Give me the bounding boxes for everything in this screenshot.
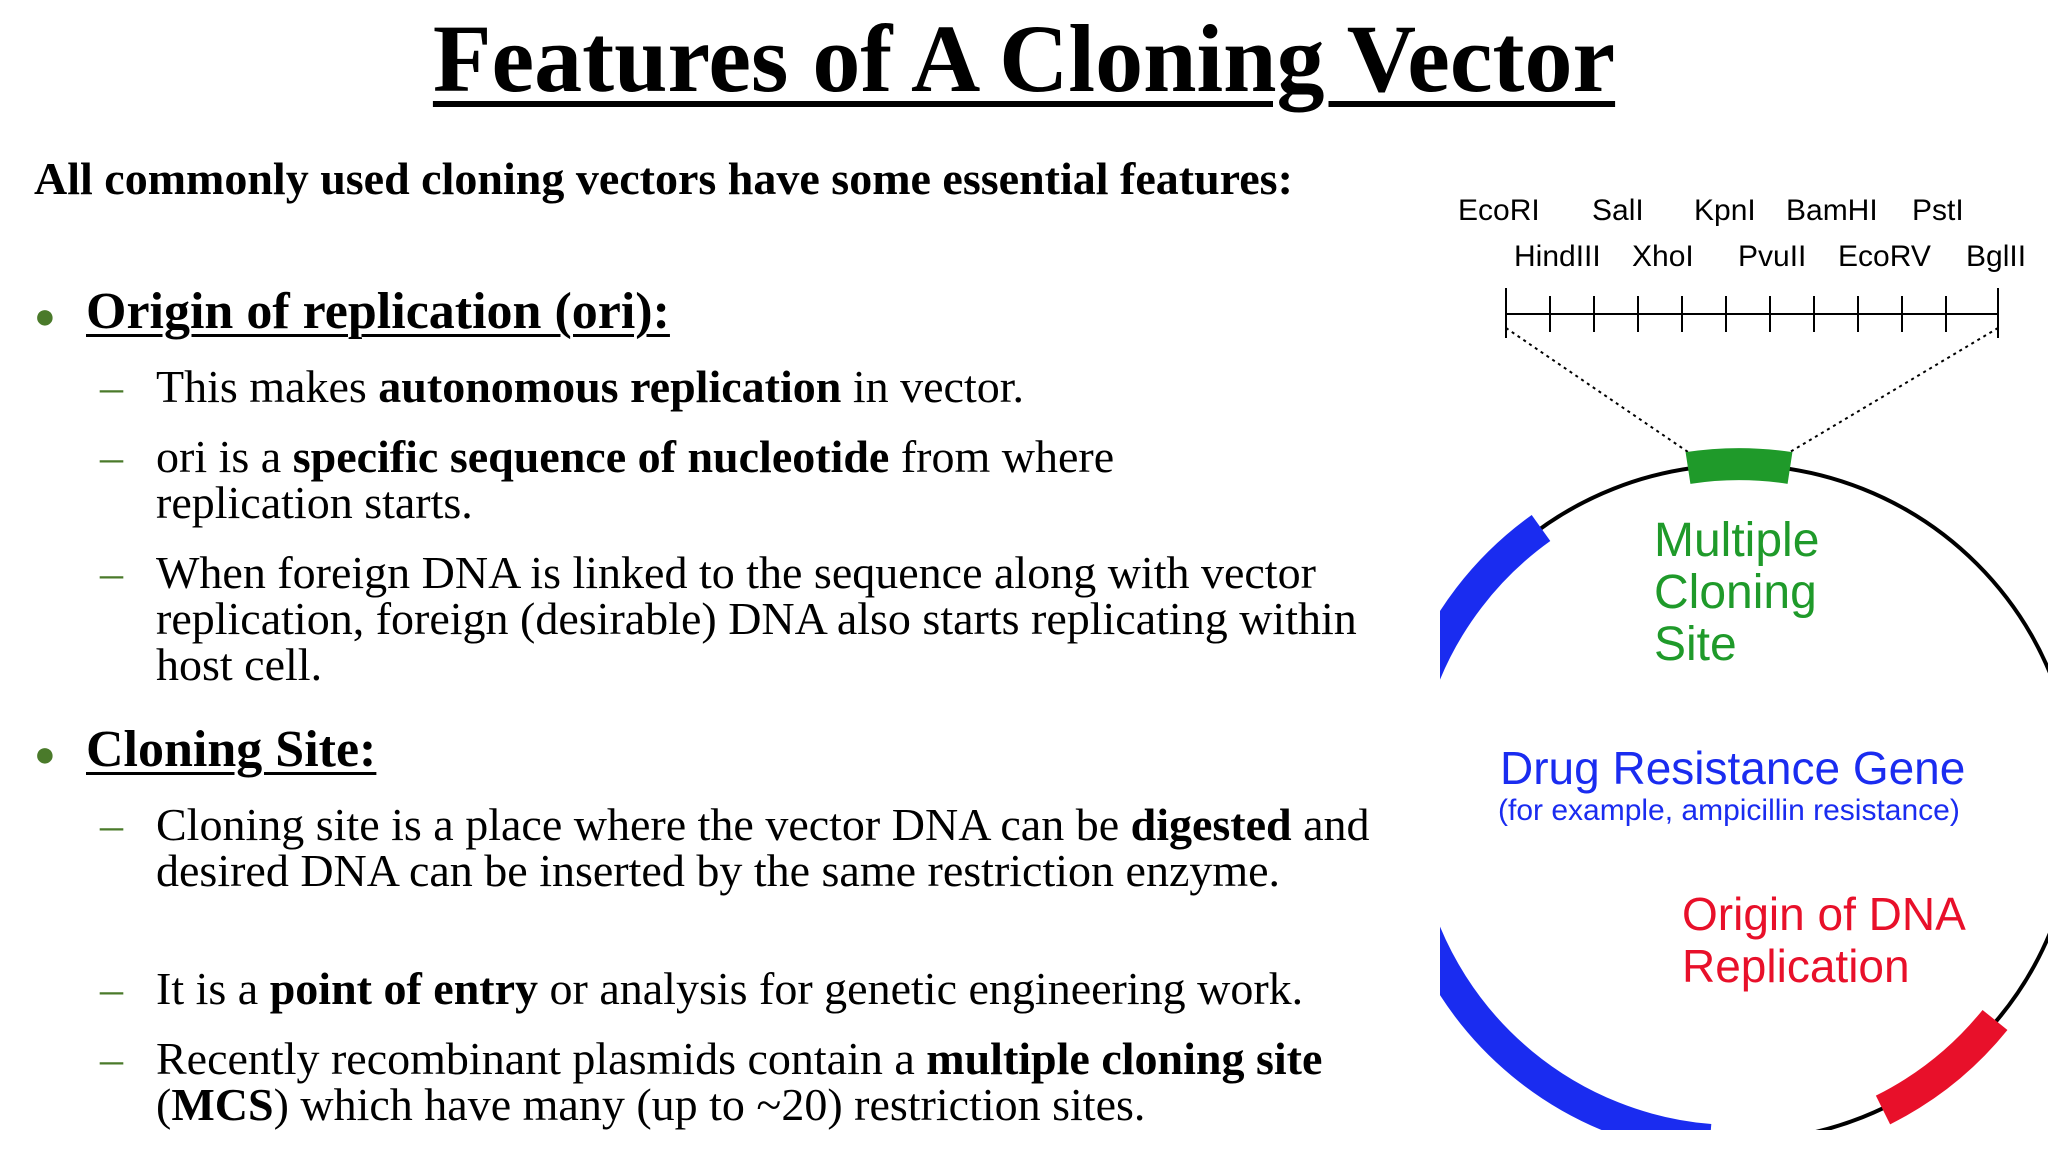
ori-segment	[1875, 1009, 2008, 1125]
enzyme-label-bamhi: BamHI	[1786, 194, 1878, 227]
enzyme-label-ecori: EcoRI	[1458, 194, 1540, 227]
drug-resistance-segment	[1440, 514, 1712, 1130]
enzyme-label-ecorv: EcoRV	[1838, 240, 1931, 273]
enzyme-label-kpni: KpnI	[1694, 194, 1756, 227]
mcs-segment	[1685, 448, 1793, 484]
section-heading: Origin of replication (ori):	[86, 283, 670, 340]
cloning-item-3: – Recently recombinant plasmids contain …	[100, 1036, 1380, 1128]
drug-label: Drug Resistance Gene	[1500, 742, 1965, 794]
section-heading: Cloning Site:	[86, 721, 377, 778]
item-text: Cloning site is a place where the vector…	[156, 799, 1370, 896]
origin-item-3: – When foreign DNA is linked to the sequ…	[100, 550, 1360, 688]
section-origin-heading: ● Origin of replication (ori):	[34, 282, 670, 346]
ori-label-line2: Replication	[1682, 940, 1910, 992]
enzyme-label-psti: PstI	[1912, 194, 1964, 227]
cloning-item-2: – It is a point of entry or analysis for…	[100, 966, 1480, 1012]
mcs-label-line1: Multiple	[1654, 514, 1819, 567]
mcs-label-line3: Site	[1654, 618, 1737, 671]
enzyme-label-hindiii: HindIII	[1514, 240, 1601, 273]
ori-label-line1: Origin of DNA	[1682, 888, 1966, 940]
intro-text: All commonly used cloning vectors have s…	[34, 153, 1293, 204]
origin-item-2: – ori is a specific sequence of nucleoti…	[100, 434, 1280, 526]
section-cloning-heading: ● Cloning Site:	[34, 720, 376, 784]
item-text: It is a point of entry or analysis for g…	[156, 963, 1304, 1014]
item-text: ori is a specific sequence of nucleotide…	[156, 431, 1115, 528]
enzyme-label-pvuii: PvuII	[1738, 240, 1806, 273]
item-text: This makes autonomous replication in vec…	[156, 361, 1025, 412]
drug-sublabel: (for example, ampicillin resistance)	[1498, 794, 1960, 827]
item-text: When foreign DNA is linked to the sequen…	[156, 547, 1357, 690]
dash-icon: –	[100, 963, 123, 1014]
cloning-item-1: – Cloning site is a place where the vect…	[100, 802, 1460, 894]
dash-icon: –	[100, 431, 123, 482]
bullet-icon: ●	[34, 734, 56, 774]
origin-item-1: – This makes autonomous replication in v…	[100, 364, 1440, 410]
bullet-icon: ●	[34, 296, 56, 336]
dash-icon: –	[100, 1033, 123, 1084]
enzyme-label-bglii: BglII	[1966, 240, 2026, 273]
slide-title: Features of A Cloning Vector	[432, 5, 1616, 112]
enzyme-label-sali: SalI	[1592, 194, 1644, 227]
enzyme-label-xhoi: XhoI	[1632, 240, 1694, 273]
dash-icon: –	[100, 799, 123, 850]
dash-icon: –	[100, 361, 123, 412]
item-text: Recently recombinant plasmids contain a …	[156, 1033, 1323, 1130]
plasmid-svg: EcoRI SalI KpnI BamHI PstI HindIII XhoI …	[1440, 194, 2048, 1130]
dash-icon: –	[100, 547, 123, 598]
zoom-lines	[1505, 327, 1999, 453]
mcs-ruler	[1505, 288, 1999, 338]
mcs-label-line2: Cloning	[1654, 566, 1817, 619]
plasmid-diagram: EcoRI SalI KpnI BamHI PstI HindIII XhoI …	[1440, 170, 2048, 1130]
